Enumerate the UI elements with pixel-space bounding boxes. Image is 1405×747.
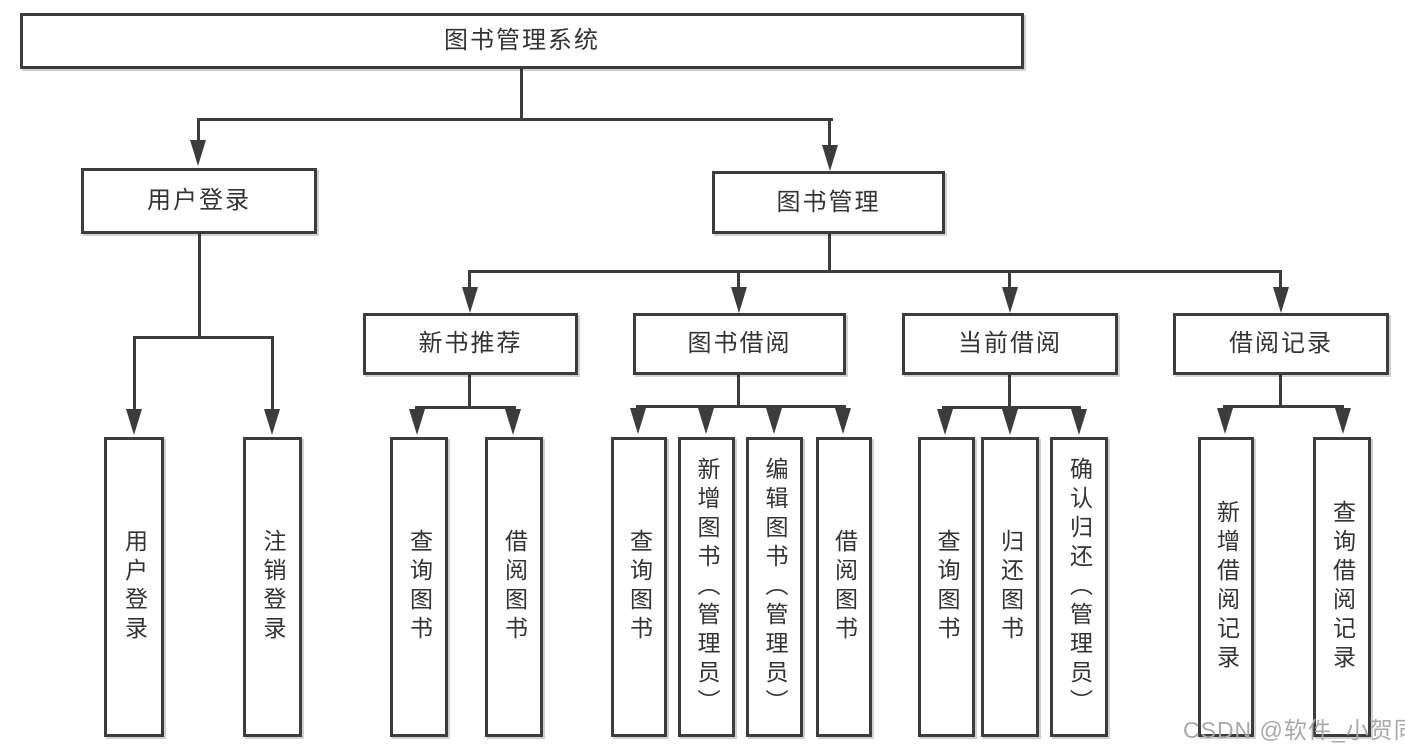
leaf-nbr-query-books: 查询图书 [390, 437, 448, 737]
connector-login-leaf-drop [133, 336, 136, 412]
arrow-to-book-borrow [731, 287, 747, 313]
leaf-nbr-borrow-books-label: 借阅图书 [501, 529, 528, 645]
connector-book-borrow-bar [636, 405, 846, 408]
leaf-bb-borrow-books-label: 借阅图书 [831, 529, 858, 645]
leaf-br-query-record: 查询借阅记录 [1313, 437, 1371, 737]
node-book-mgmt: 图书管理 [712, 171, 945, 234]
connector-row2-bar [197, 118, 833, 121]
node-library-system-label: 图书管理系统 [444, 27, 600, 54]
leaf-logout: 注销登录 [243, 437, 302, 737]
leaf-cb-return-books-label: 归还图书 [997, 529, 1024, 645]
leaf-cb-confirm-return-admin: 确认归还（管理员） [1050, 437, 1108, 737]
connector-user-login-stem [198, 233, 201, 339]
leaf-br-query-record-label: 查询借阅记录 [1329, 500, 1356, 674]
node-book-borrow: 图书借阅 [633, 313, 846, 375]
node-book-mgmt-label: 图书管理 [776, 188, 881, 216]
connector-root-stem [520, 68, 523, 121]
leaf-user-login-label: 用户登录 [121, 529, 148, 645]
arrow-to-bb-borrow [835, 408, 851, 434]
arrow-to-bb-query [630, 408, 646, 434]
node-new-book-rec-label: 新书推荐 [418, 330, 523, 357]
node-new-book-rec: 新书推荐 [363, 313, 578, 375]
leaf-bb-borrow-books: 借阅图书 [816, 437, 872, 737]
node-borrow-records-label: 借阅记录 [1229, 330, 1333, 357]
leaf-bb-add-books-admin-label: 新增图书（管理员） [694, 456, 720, 718]
leaf-cb-query-books-label: 查询图书 [934, 529, 960, 645]
arrow-to-br-query [1335, 408, 1351, 434]
leaf-br-add-record-label: 新增借阅记录 [1213, 500, 1240, 674]
csdn-watermark: CSDN @软件_小贺同学 [1183, 717, 1405, 743]
connector-borrow-records-stem [1279, 375, 1282, 408]
connector-book-borrow-drop [737, 270, 740, 290]
arrow-to-cb-confirm [1071, 409, 1087, 435]
connector-current-borrow-stem [1008, 375, 1011, 409]
arrow-to-current-borrow [1002, 287, 1018, 313]
connector-new-book-drop [468, 270, 471, 290]
connector-row3-bar [468, 270, 1282, 273]
connector-current-borrow-drop [1008, 270, 1011, 290]
node-book-borrow-label: 图书借阅 [687, 330, 792, 357]
arrow-to-cb-return [1002, 409, 1018, 435]
connector-book-mgmt-stem [828, 233, 831, 273]
leaf-nbr-query-books-label: 查询图书 [406, 529, 433, 645]
arrow-to-nbr-borrow [505, 409, 521, 435]
node-current-borrow-label: 当前借阅 [958, 330, 1062, 357]
arrow-to-cb-query [937, 409, 953, 435]
node-borrow-records: 借阅记录 [1173, 313, 1389, 375]
connector-user-login-bar [133, 336, 274, 339]
leaf-user-login: 用户登录 [104, 437, 164, 737]
connector-logout-leaf-drop [271, 336, 274, 412]
leaf-bb-edit-books-admin: 编辑图书（管理员） [746, 437, 803, 737]
leaf-cb-return-books: 归还图书 [981, 437, 1039, 737]
arrow-to-br-add [1217, 408, 1233, 434]
leaf-bb-query-books-label: 查询图书 [626, 529, 653, 645]
arrow-to-logout-leaf [264, 409, 280, 435]
connector-current-borrow-bar [942, 406, 1081, 409]
node-current-borrow: 当前借阅 [902, 313, 1118, 375]
node-user-login: 用户登录 [81, 168, 317, 234]
leaf-br-add-record: 新增借阅记录 [1198, 437, 1254, 737]
connector-user-login-drop [197, 118, 200, 144]
arrow-to-borrow-records [1273, 287, 1289, 313]
connector-new-book-bar [415, 406, 516, 409]
leaf-logout-label: 注销登录 [260, 529, 286, 645]
leaf-bb-edit-books-admin-label: 编辑图书（管理员） [762, 456, 788, 718]
leaf-cb-query-books: 查询图书 [918, 437, 975, 737]
leaf-nbr-borrow-books: 借阅图书 [485, 437, 543, 737]
leaf-bb-query-books: 查询图书 [611, 437, 667, 737]
arrow-to-book-mgmt [822, 145, 838, 171]
connector-borrow-records-bar [1223, 405, 1344, 408]
arrow-to-user-login [190, 140, 206, 166]
arrow-to-login-leaf [126, 409, 142, 435]
arrow-to-bb-add [698, 408, 714, 434]
node-library-system: 图书管理系统 [20, 13, 1024, 69]
leaf-bb-add-books-admin: 新增图书（管理员） [678, 437, 735, 737]
connector-borrow-records-drop [1279, 270, 1282, 290]
arrow-to-new-book-rec [462, 287, 478, 313]
connector-book-borrow-stem [737, 375, 740, 408]
arrow-to-bb-edit [766, 408, 782, 434]
leaf-cb-confirm-return-admin-label: 确认归还（管理员） [1066, 456, 1093, 718]
arrow-to-nbr-query [409, 409, 425, 435]
connector-book-mgmt-drop [828, 118, 831, 148]
node-user-login-label: 用户登录 [147, 187, 251, 214]
connector-new-book-stem [468, 375, 471, 409]
